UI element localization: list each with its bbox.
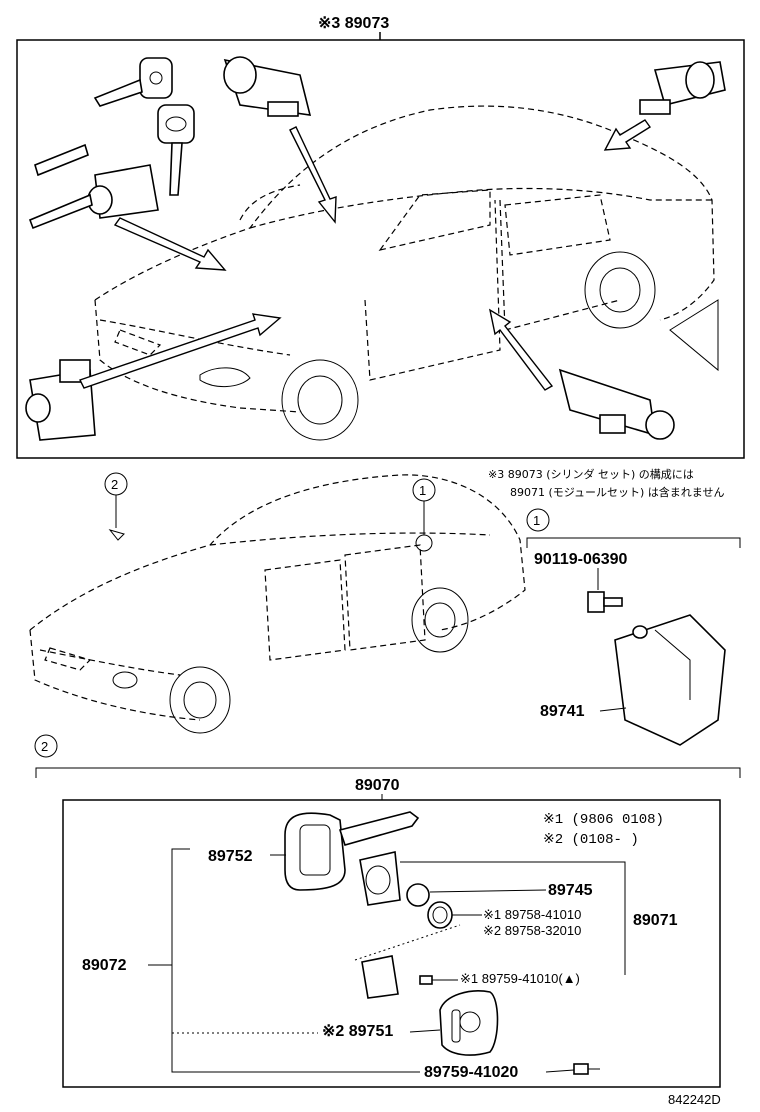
ignition-cylinder-icon (28, 164, 159, 230)
bolt-part-number: 90119-06390 (534, 551, 628, 568)
assembly-dotted-line-1 (354, 924, 461, 961)
cover-leader (409, 1029, 441, 1033)
group-2-marker: 2 (34, 734, 58, 758)
svg-text:1: 1 (419, 483, 426, 498)
svg-text:2: 2 (41, 739, 48, 754)
top-car-wheels (199, 251, 719, 441)
trunk-cylinder-icon (639, 61, 726, 115)
assembly-part-number: 89070 (355, 777, 400, 794)
callout-2-marker: 2 (104, 472, 128, 541)
range-note-1: ※1 (9806 0108) (543, 812, 664, 828)
key-icon (284, 811, 420, 891)
callout-1-marker: 1 (412, 478, 436, 552)
svg-text:1: 1 (533, 513, 540, 528)
top-frame (16, 39, 745, 459)
cover-part-number: ※2 89751 (322, 1023, 393, 1040)
cap-leader (429, 889, 547, 893)
rear-door-cylinder-icon (558, 368, 675, 440)
small-screw-icon (419, 975, 433, 985)
spring-part-a: ※1 89758-41010 (483, 907, 581, 922)
cap-part-number: 89745 (548, 882, 593, 899)
screw-b-leader-right (545, 1069, 575, 1073)
group-1-bracket: 1 (526, 508, 741, 548)
module-set-bracket (400, 861, 626, 975)
large-screw-icon (573, 1063, 600, 1075)
master-key-icon (93, 57, 173, 107)
middle-car-outline (29, 474, 526, 734)
top-car-outline (94, 105, 715, 413)
cover-icon (439, 990, 499, 1056)
bolt-icon (587, 591, 623, 613)
top-arrows (79, 119, 652, 391)
drawing-id: 842242D (668, 1092, 721, 1107)
valet-key-icon (157, 104, 195, 196)
spring-icon (427, 901, 453, 929)
cap-icon (406, 883, 430, 907)
back-plate-icon (361, 955, 399, 999)
note-line-2: 89071 (モジュールセット) は含まれません (510, 485, 724, 499)
range-note-2: ※2 (0108- ) (543, 832, 639, 848)
note-line-1: ※3 89073 (シリンダ セット) の構成には (488, 467, 694, 481)
module-leader (599, 707, 627, 712)
spring-part-b: ※2 89758-32010 (483, 923, 581, 938)
key-set-part-number: 89072 (82, 957, 127, 974)
transponder-module-icon (614, 614, 726, 746)
glovebox-cylinder-icon (25, 359, 96, 441)
screw-part-b: 89759-41020 (424, 1064, 518, 1081)
module-part-number: 89741 (540, 703, 585, 720)
key-set-bracket (171, 848, 190, 1073)
driver-door-cylinder-icon (223, 56, 312, 117)
module-set-part-number: 89071 (633, 912, 678, 929)
svg-text:2: 2 (111, 477, 118, 492)
set-number-label: ※3 89073 (318, 15, 389, 32)
screw-part-a: ※1 89759-41010(▲) (460, 971, 580, 986)
transponder-housing-icon (359, 851, 401, 906)
blank-key-icon (34, 143, 89, 177)
key-blank-part-number: 89752 (208, 848, 253, 865)
bottom-frame (62, 799, 721, 1088)
assembly-bracket (35, 767, 741, 778)
